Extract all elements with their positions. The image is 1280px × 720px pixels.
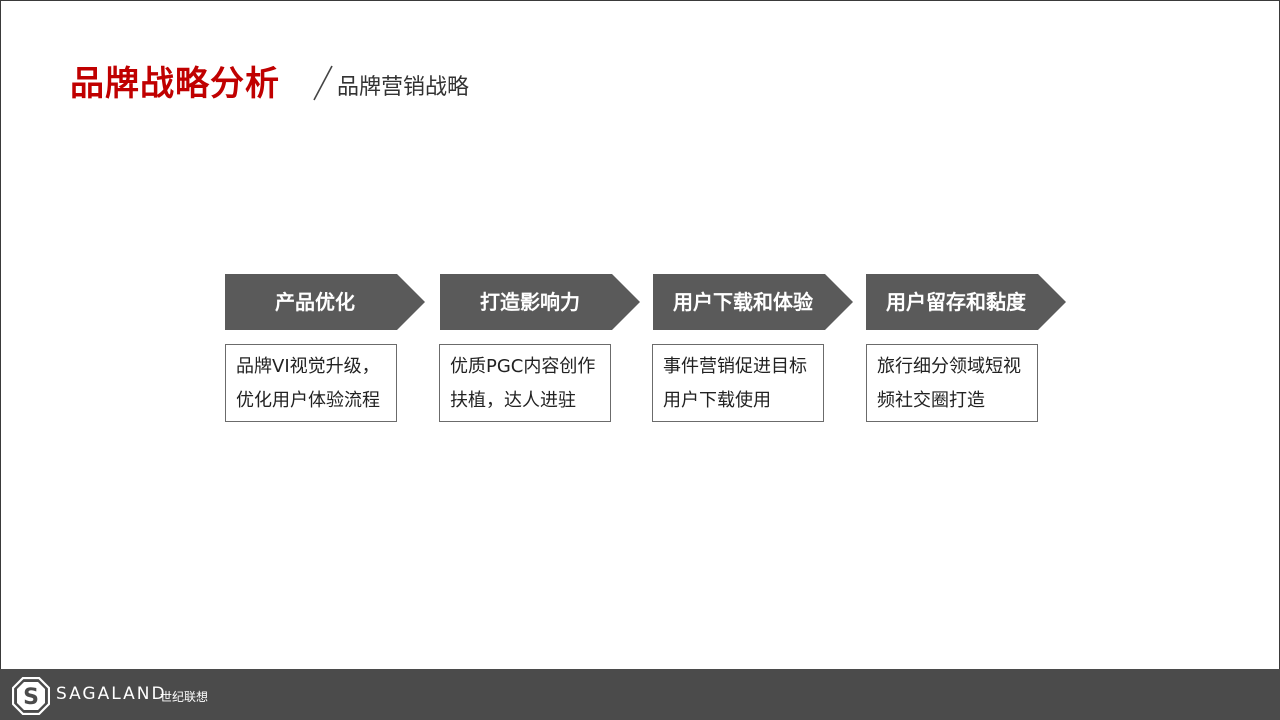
step-description-box: 旅行细分领域短视 频社交圈打造 bbox=[866, 344, 1038, 422]
step-description-box: 优质PGC内容创作 扶植，达人进驻 bbox=[439, 344, 611, 422]
process-step-4: 用户留存和黏度 bbox=[866, 274, 1066, 330]
description-line: 事件营销促进目标 bbox=[663, 356, 807, 377]
logo-letter: S bbox=[23, 685, 39, 710]
arrow-chevron-shape bbox=[440, 274, 640, 330]
arrow-chevron-shape bbox=[225, 274, 425, 330]
step-label: 用户下载和体验 bbox=[673, 290, 813, 314]
description-line: 优化用户体验流程 bbox=[236, 390, 380, 411]
step-label: 打造影响力 bbox=[480, 290, 580, 314]
description-line: 旅行细分领域短视 bbox=[877, 356, 1021, 377]
arrow-chevron-shape bbox=[653, 274, 853, 330]
step-label: 用户留存和黏度 bbox=[886, 290, 1026, 314]
page-subtitle: 品牌营销战略 bbox=[337, 75, 470, 100]
title-divider-slash bbox=[313, 65, 333, 101]
description-line: 品牌VI视觉升级， bbox=[236, 356, 380, 377]
brand-name-cn: 世纪联想 bbox=[160, 690, 209, 704]
arrow-chevron-shape bbox=[866, 274, 1066, 330]
process-step-3: 用户下载和体验 bbox=[653, 274, 853, 330]
footer-bar: S SAGALAND 世纪联想 bbox=[0, 669, 1280, 720]
sagaland-logo-icon: S bbox=[12, 677, 50, 715]
process-step-1: 产品优化 bbox=[225, 274, 425, 330]
brand-name: SAGALAND bbox=[56, 684, 167, 704]
description-line: 频社交圈打造 bbox=[877, 390, 985, 411]
page-title: 品牌战略分析 bbox=[70, 64, 280, 104]
process-step-2: 打造影响力 bbox=[440, 274, 640, 330]
description-line: 用户下载使用 bbox=[663, 390, 771, 411]
description-line: 优质PGC内容创作 bbox=[450, 356, 596, 377]
step-description-box: 品牌VI视觉升级， 优化用户体验流程 bbox=[225, 344, 397, 422]
step-description-box: 事件营销促进目标 用户下载使用 bbox=[652, 344, 824, 422]
description-line: 扶植，达人进驻 bbox=[450, 390, 576, 411]
step-label: 产品优化 bbox=[275, 290, 355, 314]
